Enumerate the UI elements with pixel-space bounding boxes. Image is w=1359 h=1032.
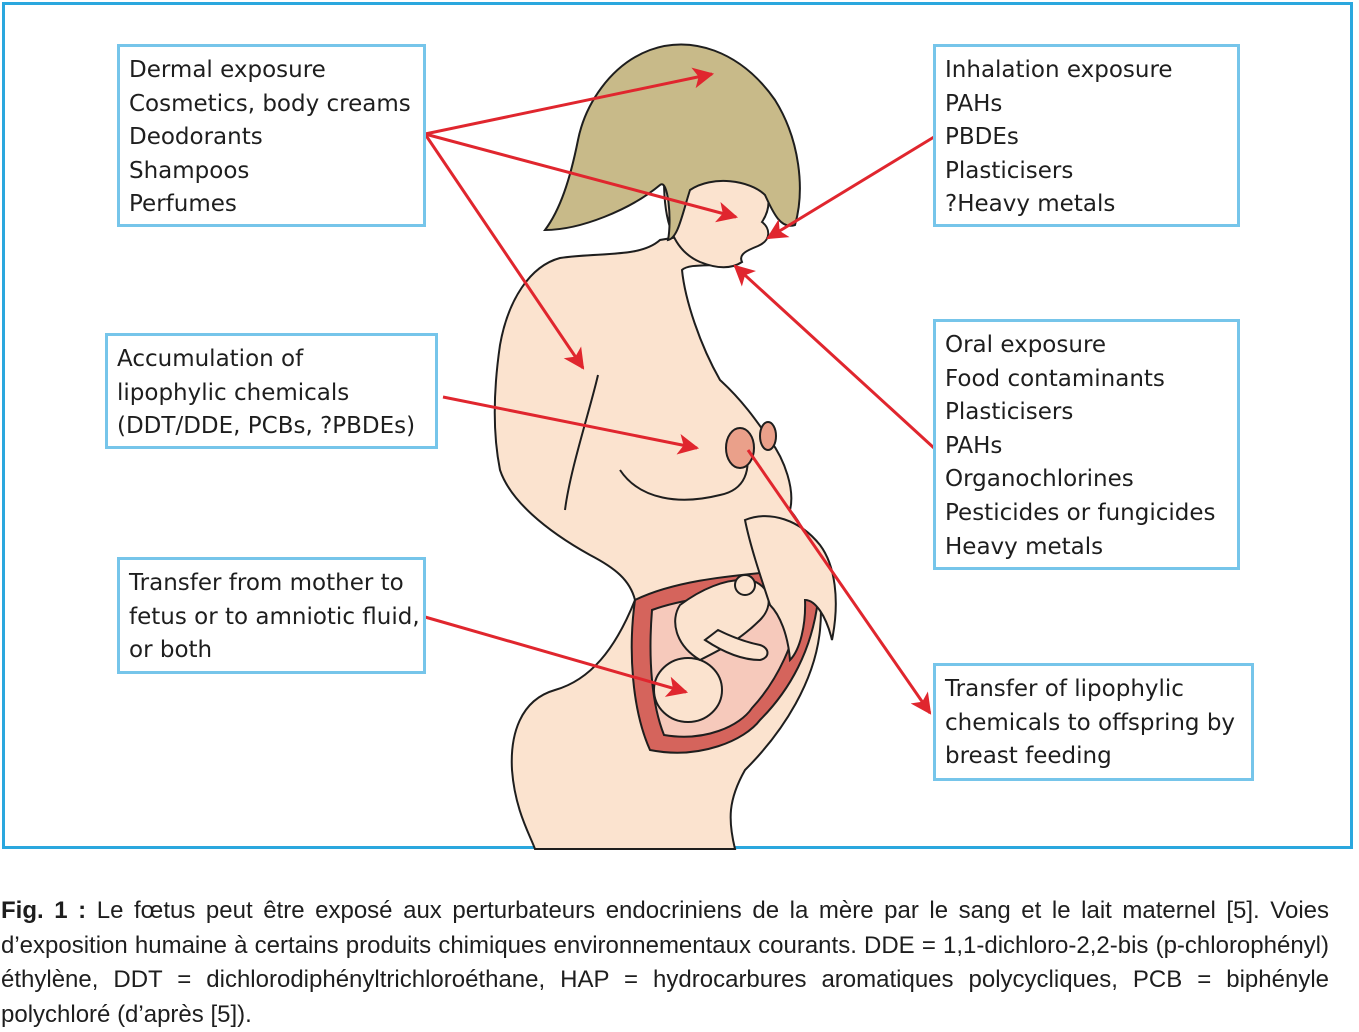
box-line: Inhalation exposure xyxy=(945,57,1173,83)
hair xyxy=(543,43,801,242)
breast-feeding-transfer-box: Transfer of lipophylic chemicals to offs… xyxy=(933,663,1254,781)
arrow-dermal-to-chest xyxy=(423,133,585,370)
arrow-breast-feeding xyxy=(746,449,932,715)
breast-contour xyxy=(564,374,749,511)
accumulation-box: Accumulation of lipophylic chemicals (DD… xyxy=(105,333,438,449)
box-line: PAHs xyxy=(945,90,1003,117)
arrow-dermal-to-face xyxy=(424,132,739,223)
box-line: Shampoos xyxy=(129,157,250,184)
box-line: Pesticides or fungicides xyxy=(945,499,1216,526)
arrow-dermal-to-head xyxy=(424,67,715,136)
box-line: Cosmetics, body creams xyxy=(129,90,411,117)
box-line: Heavy metals xyxy=(945,533,1104,560)
box-line: Plasticisers xyxy=(945,399,1074,426)
box-line: Transfer from mother to xyxy=(129,570,404,596)
arrow-accumulation-to-breast xyxy=(442,395,700,455)
box-line: Food contaminants xyxy=(945,365,1165,392)
box-line: (DDT/DDE, PCBs, ?PBDEs) xyxy=(117,413,416,440)
box-line: Accumulation of xyxy=(117,346,304,372)
inhalation-exposure-box: Inhalation exposure PAHs PBDEs Plasticis… xyxy=(933,44,1240,227)
box-line: Transfer of lipophylic xyxy=(945,676,1184,702)
arrow-oral-to-mouth xyxy=(733,264,936,450)
box-line: breast feeding xyxy=(945,743,1112,770)
box-line: chemicals to offspring by xyxy=(945,709,1236,736)
oral-exposure-box: Oral exposure Food contaminants Plastici… xyxy=(933,319,1240,570)
arrow-inhalation-to-nose xyxy=(766,135,935,240)
box-line: PAHs xyxy=(945,432,1003,459)
box-line: Oral exposure xyxy=(945,332,1107,358)
pregnant-woman-illustration xyxy=(423,43,936,850)
box-line: Dermal exposure xyxy=(129,57,326,83)
exposure-arrows xyxy=(423,67,936,715)
fetus-transfer-box: Transfer from mother to fetus or to amni… xyxy=(117,557,426,674)
caption-label: Fig. 1 : xyxy=(1,897,87,924)
box-line: ?Heavy metals xyxy=(945,191,1116,218)
areola-right xyxy=(759,421,777,451)
caption-text: Le fœtus peut être exposé aux perturbate… xyxy=(1,897,1329,1028)
box-line: fetus or to amniotic fluid, xyxy=(129,603,420,630)
box-line: PBDEs xyxy=(945,124,1019,151)
box-line: Deodorants xyxy=(129,124,263,151)
box-line: Organochlorines xyxy=(945,466,1134,493)
box-line: Plasticisers xyxy=(945,157,1074,184)
figure-caption: Fig. 1 : Le fœtus peut être exposé aux p… xyxy=(1,894,1329,1032)
hands xyxy=(743,515,837,663)
box-line: or both xyxy=(129,637,213,664)
dermal-exposure-box: Dermal exposure Cosmetics, body creams D… xyxy=(117,44,426,227)
areola-left xyxy=(725,427,755,469)
box-line: lipophylic chemicals xyxy=(117,379,350,406)
arrow-fetus-transfer xyxy=(424,615,689,697)
box-line: Perfumes xyxy=(129,191,237,218)
